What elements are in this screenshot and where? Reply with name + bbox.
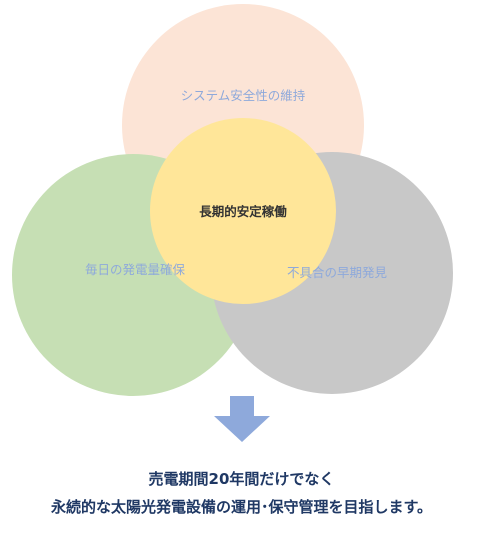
caption-line-2: 永続的な太陽光発電設備の運用･保守管理を目指します。 <box>50 498 432 516</box>
label-daily-generation: 毎日の発電量確保 <box>84 262 185 277</box>
label-early-detection: 不具合の早期発見 <box>286 265 387 280</box>
label-long-term-stable-operation: 長期的安定稼働 <box>199 204 287 219</box>
arrow-down-icon <box>214 396 270 442</box>
label-system-safety: システム安全性の維持 <box>180 88 306 103</box>
circle-long-term-stable-operation <box>150 118 336 304</box>
caption-line-1: 売電期間20年間だけでなく <box>148 470 335 488</box>
arrow-down-shape <box>214 396 270 442</box>
